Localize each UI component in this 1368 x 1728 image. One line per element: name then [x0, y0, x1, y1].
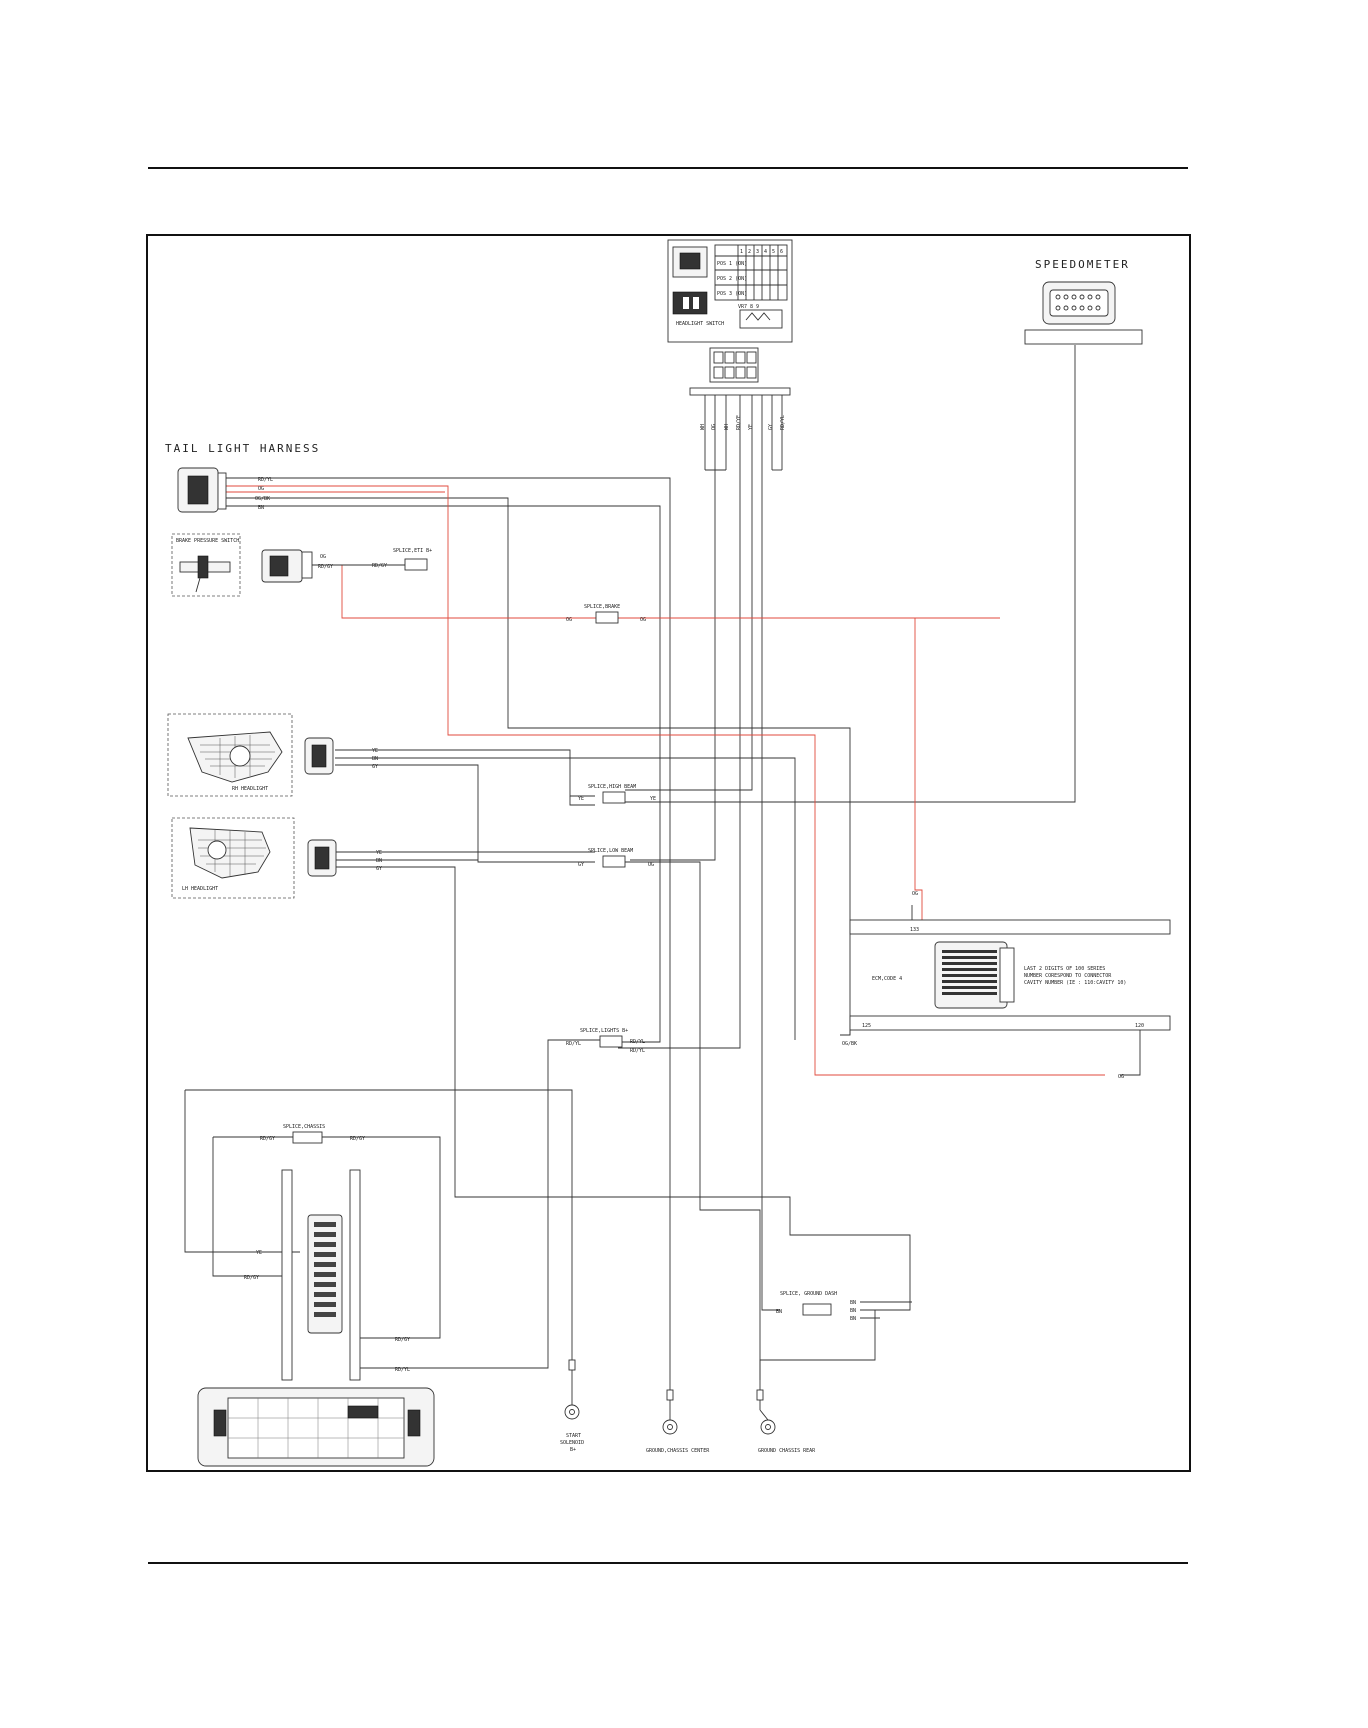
solenoid-label-3: B+: [570, 1447, 576, 1453]
solenoid-label-1: START: [566, 1433, 581, 1439]
ecm-note-1: LAST 2 DIGITS OF 100 SERIES: [1024, 966, 1105, 972]
slbp-wire-rdyl-r2: RD/YL: [630, 1048, 645, 1054]
bps-wire-og: OG: [320, 554, 326, 560]
splice-chassis: SPLICE,CHASSIS RD/GY RD/GY: [260, 1124, 365, 1144]
sgd-wire-bn-3: BN: [850, 1316, 856, 1322]
switch-col-2: 2: [748, 249, 751, 255]
shb-wire-ye-r: YE: [650, 796, 656, 802]
slbp-wire-rdyl: RD/YL: [566, 1041, 581, 1047]
fb-wire-ye: YE: [256, 1250, 262, 1256]
slb-wire-gy: GY: [578, 862, 584, 868]
rh-wire-gy: GY: [372, 764, 378, 770]
ecm-wire-ogbk: OG/BK: [842, 1041, 857, 1047]
tl-wire-rdyl: RD/YL: [258, 477, 273, 483]
hs-wire-ye: YE: [748, 424, 754, 430]
ecm-pin-125: 125: [862, 1023, 871, 1029]
switch-col-3: 3: [756, 249, 759, 255]
brake-switch-label: BRAKE PRESSURE SWITCH: [176, 538, 239, 544]
fuse-block: YE RD/GY RD/GY RD/YL: [197, 1169, 435, 1467]
rh-wire-ye: YE: [372, 748, 378, 754]
splice-eti-label: SPLICE,ETI B+: [393, 548, 432, 554]
hs-wire-rdye: RD/YE: [736, 415, 742, 430]
bottom-rule: [148, 1562, 1188, 1564]
ecm-pin-133: 133: [910, 927, 919, 933]
ground-rear-label: GROUND CHASSIS REAR: [758, 1448, 816, 1454]
splice-brake: SPLICE,BRAKE OG OG: [566, 604, 646, 624]
switch-row-3: POS 3 (ON): [717, 291, 747, 297]
solenoid-label-2: SOLENOID: [560, 1440, 584, 1446]
tail-light-harness: TAIL LIGHT HARNESS RD/YL OG OG/BK BN: [165, 442, 320, 513]
speedometer: SPEEDOMETER: [1024, 258, 1143, 345]
ecm-note-2: NUMBER CORESPOND TO CONNECTOR: [1024, 973, 1112, 979]
tl-wire-ogbk: OG/BK: [255, 496, 270, 502]
lh-wire-gy: GY: [376, 866, 382, 872]
rh-headlight: RH HEADLIGHT YE BN GY: [167, 713, 378, 797]
splice-brake-label: SPLICE,BRAKE: [584, 604, 620, 610]
splice-high-beam-label: SPLICE,HIGH BEAM: [588, 784, 636, 790]
splice-high-beam: SPLICE,HIGH BEAM YE YE: [578, 784, 656, 804]
headlight-switch: 1 2 3 4 5 6 POS 1 (ON) POS 2 (ON) POS 3 …: [667, 239, 793, 430]
sgd-wire-bn-2: BN: [850, 1308, 856, 1314]
lh-headlight-label: LH HEADLIGHT: [182, 886, 218, 892]
lh-headlight: LH HEADLIGHT YE BN GY: [171, 817, 382, 899]
hs-wire-wh2: WH: [724, 424, 730, 430]
top-rule: [148, 167, 1188, 169]
splice-chassis-label: SPLICE,CHASSIS: [283, 1124, 325, 1130]
headlight-switch-label: HEADLIGHT SWITCH: [676, 321, 724, 327]
brake-pressure-switch: BRAKE PRESSURE SWITCH OG RD/GY RD/GY SPL…: [171, 533, 432, 597]
switch-subheader: VR7 8 9: [738, 304, 759, 310]
sgd-wire-bn-l: BN: [776, 1309, 782, 1315]
splice-ground-dash-label: SPLICE, GROUND DASH: [780, 1291, 837, 1297]
ground-chassis-rear: GROUND CHASSIS REAR: [756, 1385, 816, 1454]
hs-wire-og: OG: [711, 424, 717, 430]
sb-wire-og-r: OG: [640, 617, 646, 623]
splice-low-beam-label: SPLICE,LOW BEAM: [588, 848, 633, 854]
sc-wire-rdgy-l: RD/GY: [260, 1136, 275, 1142]
tl-wire-bn: BN: [258, 505, 264, 511]
ground-chassis-center: GROUND,CHASSIS CENTER: [646, 1385, 710, 1454]
tail-light-harness-label: TAIL LIGHT HARNESS: [165, 442, 320, 455]
sc-wire-rdgy-r: RD/GY: [350, 1136, 365, 1142]
start-solenoid-terminal: START SOLENOID B+: [560, 1352, 584, 1453]
fb-wire-rdgy-r: RD/GY: [395, 1337, 410, 1343]
ecm-code-label: ECM,CODE 4: [872, 976, 902, 982]
speedometer-label: SPEEDOMETER: [1035, 258, 1130, 271]
ecm-pin-120: 120: [1135, 1023, 1144, 1029]
ecm-wire-og: OG: [1118, 1074, 1124, 1080]
ground-center-label: GROUND,CHASSIS CENTER: [646, 1448, 710, 1454]
bps-wire-rdgy: RD/GY: [318, 564, 333, 570]
sgd-wire-bn-1: BN: [850, 1300, 856, 1306]
slb-wire-og: OG: [648, 862, 654, 868]
sb-wire-og-l: OG: [566, 617, 572, 623]
hs-wire-wh: WH: [700, 424, 706, 430]
bps-wire-rdgy2: RD/GY: [372, 563, 387, 569]
switch-col-1: 1: [740, 249, 743, 255]
shb-wire-ye-l: YE: [578, 796, 584, 802]
diagram-frame: [146, 234, 1191, 1472]
slbp-wire-rdyl-r: RD/YL: [630, 1039, 645, 1045]
tl-wire-og: OG: [258, 486, 264, 492]
switch-col-6: 6: [780, 249, 783, 255]
black-wires: [184, 345, 1141, 1385]
switch-col-5: 5: [772, 249, 775, 255]
switch-col-4: 4: [764, 249, 767, 255]
lh-wire-ye: YE: [376, 850, 382, 856]
fb-wire-rdgy: RD/GY: [244, 1275, 259, 1281]
splice-low-beam: SPLICE,LOW BEAM GY OG: [578, 848, 654, 868]
ecm: 133 ECM,CODE 4 LAST 2 DIGITS OF 100 SERI…: [842, 891, 1171, 1080]
rh-wire-bn: BN: [372, 756, 378, 762]
splice-lights-bplus: SPLICE,LIGHTS B+ RD/YL RD/YL RD/YL: [566, 1028, 645, 1054]
splice-ground-dash: SPLICE, GROUND DASH BN BN BN BN: [776, 1291, 856, 1322]
lh-wire-bn: BN: [376, 858, 382, 864]
switch-row-2: POS 2 (ON): [717, 276, 747, 282]
switch-row-1: POS 1 (ON): [717, 261, 747, 267]
hs-wire-rdyl: RD/YL: [780, 415, 786, 430]
splice-lights-label: SPLICE,LIGHTS B+: [580, 1028, 628, 1034]
rh-headlight-label: RH HEADLIGHT: [232, 786, 268, 792]
ecm-note-3: CAVITY NUMBER (IE : 110:CAVITY 10): [1024, 980, 1126, 986]
hs-wire-gy: GY: [768, 424, 774, 430]
fb-wire-rdyl: RD/YL: [395, 1367, 410, 1373]
ecm-wire-og-top: OG: [912, 891, 918, 897]
